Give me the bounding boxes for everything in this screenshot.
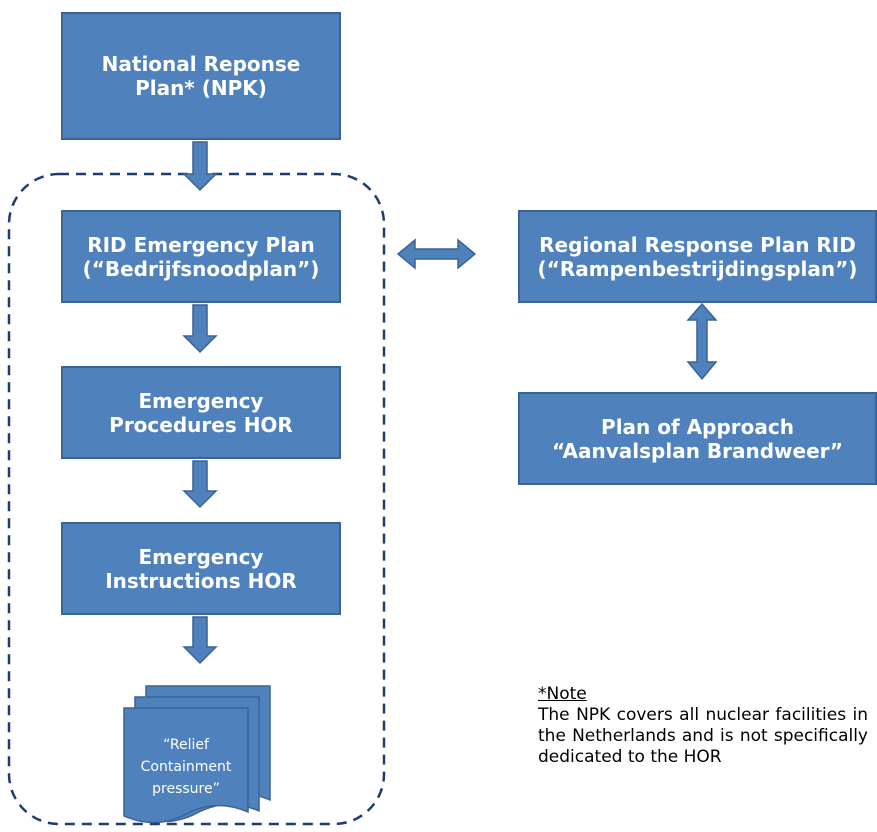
box-npk-line1: National Reponse (101, 52, 301, 76)
box-regional-line2: (“Rampenbestrijdingsplan”) (537, 256, 858, 281)
document-text-line1: “Relief (163, 737, 210, 753)
box-npk-line2: Plan* (NPK) (135, 76, 267, 100)
box-emergency-procedures: Emergency Procedures HOR (61, 366, 341, 459)
box-rid-line1: RID Emergency Plan (87, 232, 315, 257)
arrow-down-npk-to-rid (182, 141, 218, 192)
footnote-body: The NPK covers all nuclear facilities in… (538, 705, 868, 767)
document-text-line2: Containment (141, 759, 232, 775)
box-regional-line1: Regional Response Plan RID (539, 232, 856, 257)
footnote-title: *Note (538, 684, 587, 704)
footnote: *Note The NPK covers all nuclear facilit… (538, 684, 868, 768)
box-regional-response-plan: Regional Response Plan RID (“Rampenbestr… (518, 210, 877, 303)
box-plan-of-approach: Plan of Approach “Aanvalsplan Brandweer” (518, 392, 877, 485)
box-rid-emergency-plan: RID Emergency Plan (“Bedrijfsnoodplan”) (61, 210, 341, 303)
arrow-down-instructions-to-document (182, 616, 218, 665)
document-stack-icon: “Relief Containment pressure” (123, 685, 271, 824)
box-instructions-line1: Emergency (138, 544, 264, 569)
box-national-response-plan: National Reponse Plan* (NPK) (61, 12, 341, 140)
document-text-line3: pressure” (152, 781, 220, 797)
box-procedures-line1: Emergency (138, 388, 264, 413)
box-instructions-line2: Instructions HOR (105, 568, 297, 593)
arrow-down-rid-to-procedures (182, 304, 218, 354)
box-approach-line2: “Aanvalsplan Brandweer” (551, 438, 844, 463)
box-approach-line1: Plan of Approach (601, 414, 794, 439)
arrow-down-procedures-to-instructions (182, 460, 218, 509)
double-arrow-rid-regional (396, 238, 477, 270)
box-procedures-line2: Procedures HOR (109, 412, 293, 437)
double-arrow-regional-approach (686, 302, 718, 381)
box-emergency-instructions: Emergency Instructions HOR (61, 522, 341, 615)
box-rid-line2: (“Bedrijfsnoodplan”) (82, 256, 320, 281)
